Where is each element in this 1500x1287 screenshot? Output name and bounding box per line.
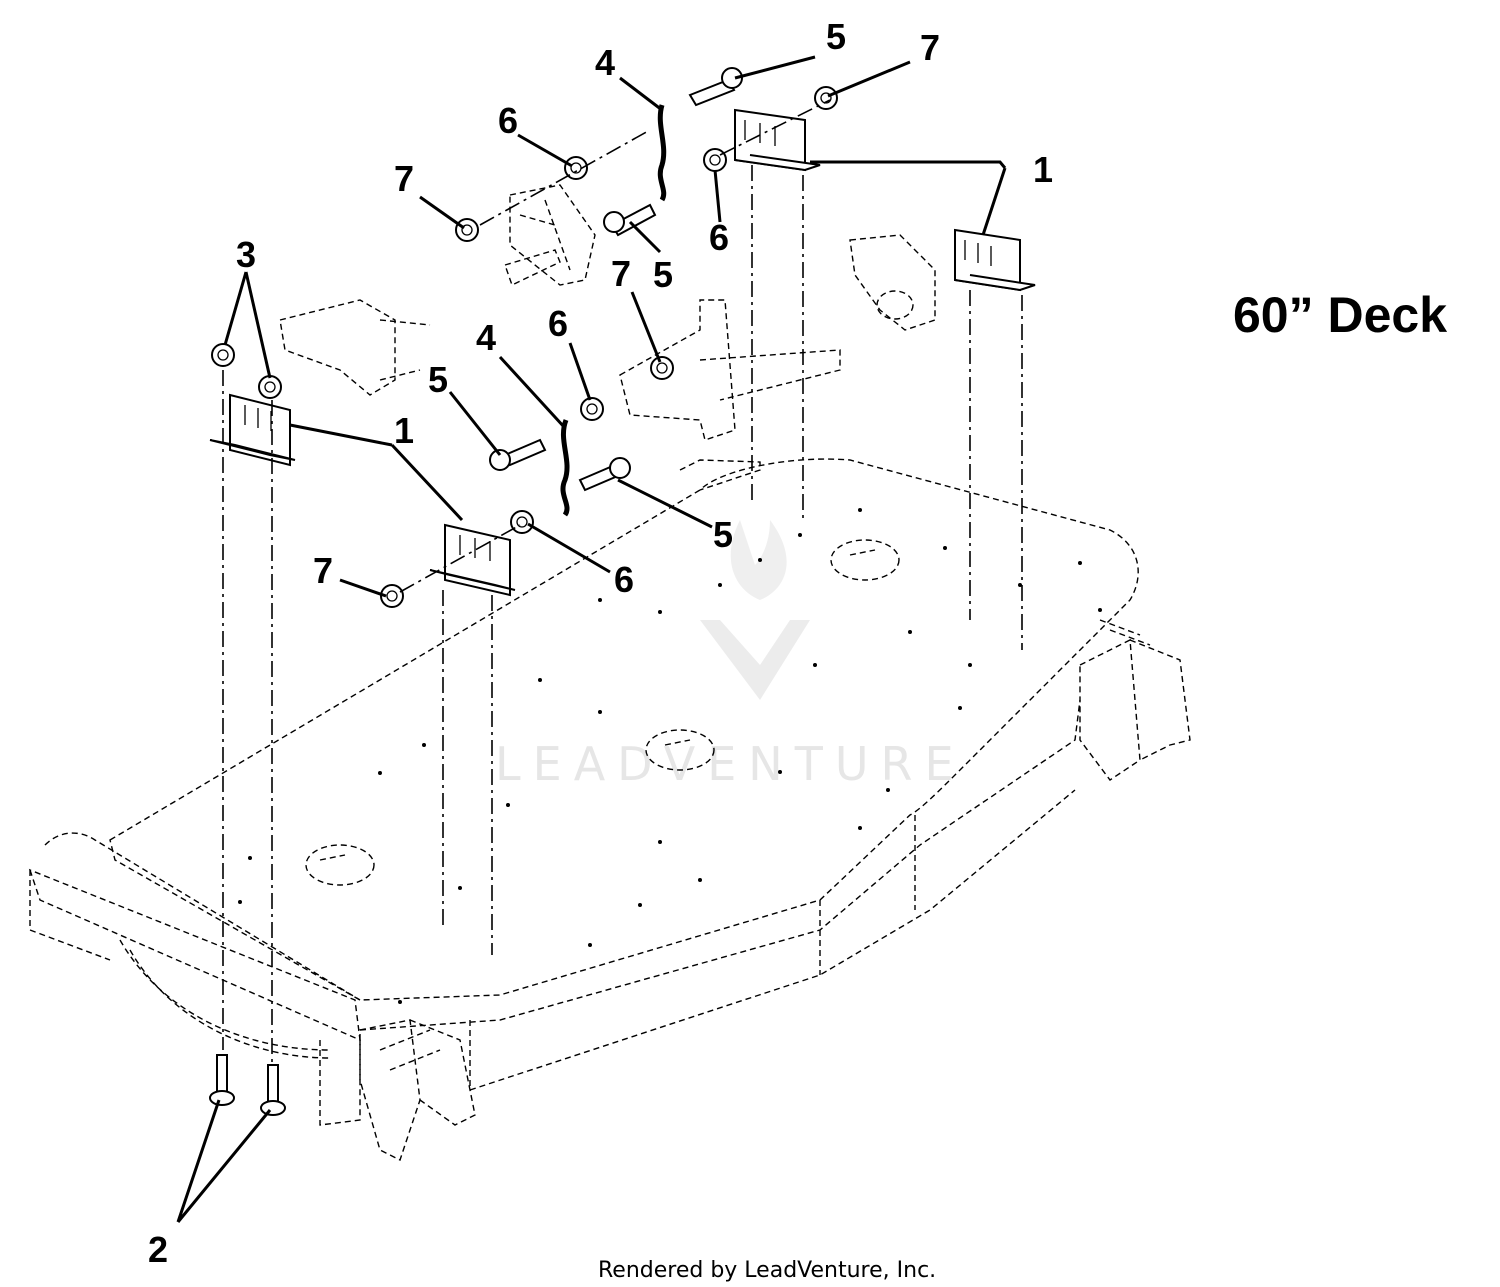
callout-5: 5 <box>826 16 846 57</box>
callout-2: 2 <box>148 1229 168 1270</box>
callout-7: 7 <box>394 158 414 199</box>
watermark-text: LEADVENTURE <box>495 737 966 791</box>
diagram-title: 60” Deck <box>1233 287 1447 343</box>
callout-7: 7 <box>313 550 333 591</box>
leader-lines <box>176 55 1007 1223</box>
footer-credit: Rendered by LeadVenture, Inc. <box>598 1258 936 1283</box>
callout-1: 1 <box>394 410 414 451</box>
callout-6: 6 <box>614 559 634 600</box>
callout-4: 4 <box>595 42 615 83</box>
callout-6: 6 <box>498 100 518 141</box>
callout-6: 6 <box>548 303 568 344</box>
callout-1: 1 <box>1033 149 1053 190</box>
callout-5: 5 <box>653 254 673 295</box>
callout-5: 5 <box>428 359 448 400</box>
callout-3: 3 <box>236 234 256 275</box>
callout-7: 7 <box>920 27 940 68</box>
mower-deck <box>28 458 1191 1161</box>
alignment-lines <box>222 99 1023 1062</box>
callout-4: 4 <box>476 317 496 358</box>
mounting-brackets <box>209 108 1036 597</box>
linkage-parts <box>279 184 936 491</box>
callout-labels: 4 5 7 6 1 7 6 5 3 7 6 4 5 1 5 7 6 2 <box>148 16 1053 1270</box>
callout-7: 7 <box>611 253 631 294</box>
fasteners <box>209 67 838 1116</box>
watermark: LEADVENTURE <box>495 520 966 791</box>
callout-6: 6 <box>709 217 729 258</box>
callout-5: 5 <box>713 514 733 555</box>
